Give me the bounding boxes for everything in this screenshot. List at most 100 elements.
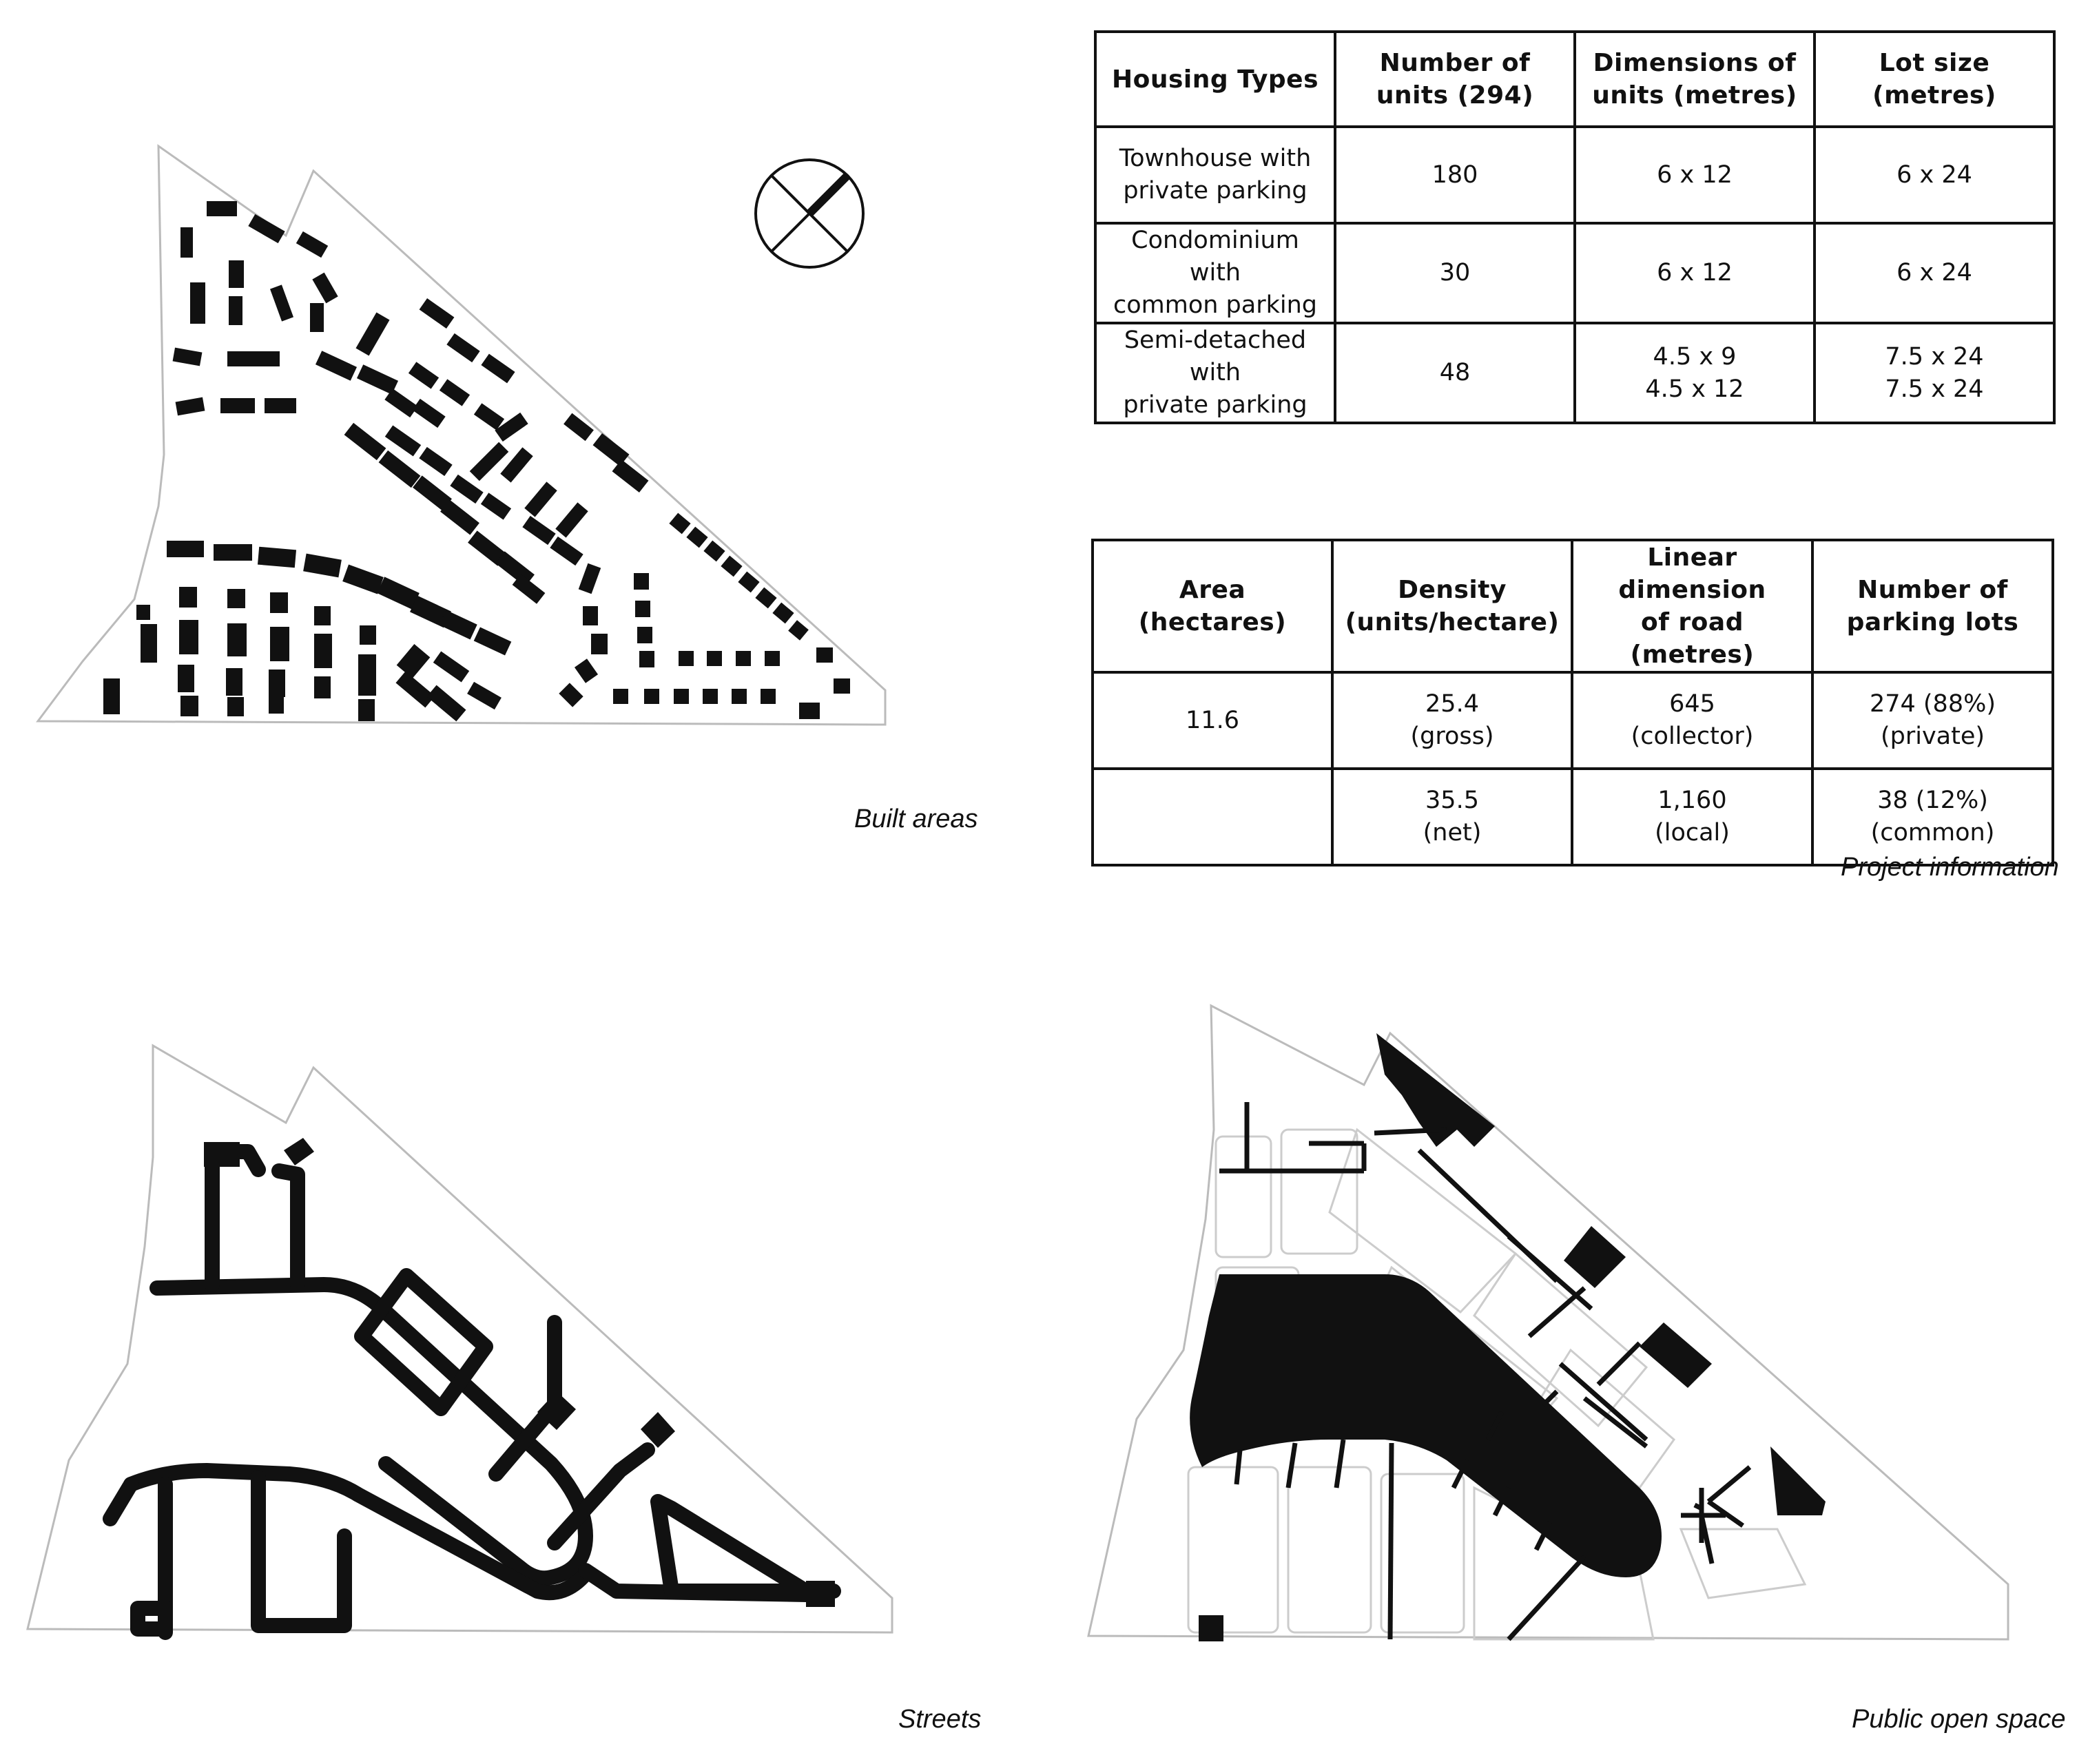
building-footprint xyxy=(344,422,386,461)
project-information-table: Area(hectares) Density(units/hectare) Li… xyxy=(1091,539,2054,867)
building-footprint xyxy=(172,347,203,366)
project-header-density: Density(units/hectare) xyxy=(1331,539,1573,674)
building-footprint xyxy=(555,502,588,538)
building-footprint xyxy=(772,602,794,624)
building-footprint xyxy=(419,298,455,329)
building-footprint xyxy=(355,312,390,356)
density-cell: 35.5(net) xyxy=(1331,767,1573,867)
building-footprint xyxy=(613,689,628,704)
building-footprint xyxy=(703,689,718,704)
streets-plan xyxy=(26,1044,893,1640)
building-footprint xyxy=(378,450,421,488)
building-footprint xyxy=(265,398,296,413)
building-footprint xyxy=(269,284,294,322)
building-footprint xyxy=(450,474,484,504)
building-footprint xyxy=(591,634,608,654)
building-footprint xyxy=(141,624,157,663)
building-footprint xyxy=(634,573,649,590)
building-footprint xyxy=(220,398,255,413)
building-footprint xyxy=(226,668,242,696)
building-footprint xyxy=(686,526,708,548)
building-footprint xyxy=(669,512,691,535)
building-footprint xyxy=(179,587,197,608)
building-footprint xyxy=(439,610,477,640)
building-footprints xyxy=(103,201,850,722)
dimensions-cell: 6 x 12 xyxy=(1573,222,1816,324)
building-footprint xyxy=(439,379,471,406)
project-header-area: Area(hectares) xyxy=(1091,539,1334,674)
building-footprint xyxy=(500,447,533,483)
caption-streets: Streets xyxy=(898,1705,982,1734)
area-cell: 11.6 xyxy=(1091,671,1334,770)
building-footprint xyxy=(396,644,431,678)
building-footprint xyxy=(269,670,285,697)
building-footprint xyxy=(167,541,204,557)
street-endpoints xyxy=(204,1138,835,1607)
building-footprint xyxy=(103,678,120,714)
built-areas-plan xyxy=(36,144,887,726)
building-footprint xyxy=(190,282,205,324)
units-cell: 30 xyxy=(1334,222,1576,324)
building-footprint xyxy=(358,699,375,721)
building-footprint xyxy=(360,625,376,645)
open-space-areas xyxy=(1190,1033,1826,1641)
building-footprint xyxy=(816,647,833,663)
building-footprint xyxy=(408,362,440,389)
building-footprint xyxy=(644,689,659,704)
building-footprint xyxy=(637,627,652,643)
building-footprint xyxy=(384,388,418,418)
building-footprint xyxy=(592,433,630,467)
building-footprint xyxy=(358,654,376,696)
building-footprint xyxy=(755,587,777,609)
building-footprint xyxy=(481,353,515,384)
building-footprint xyxy=(413,475,452,511)
building-footprint xyxy=(248,214,285,244)
building-footprint xyxy=(559,683,583,707)
building-footprint xyxy=(721,555,743,577)
building-footprint xyxy=(179,620,198,654)
parking-cell: 274 (88%)(private) xyxy=(1811,671,2054,770)
housing-header-type: Housing Types xyxy=(1094,30,1336,128)
building-footprint xyxy=(703,540,725,562)
building-footprint xyxy=(314,676,331,698)
road-cell: 1,160(local) xyxy=(1571,767,1814,867)
building-footprint xyxy=(834,678,850,694)
units-cell: 180 xyxy=(1334,125,1576,225)
building-footprint xyxy=(310,303,324,332)
building-footprint xyxy=(296,231,329,258)
road-cell: 645(collector) xyxy=(1571,671,1814,770)
building-footprint xyxy=(377,577,420,610)
building-footprint xyxy=(229,296,242,325)
building-footprint xyxy=(550,536,583,566)
housing-header-lot-size: Lot size(metres) xyxy=(1813,30,2056,128)
building-footprint xyxy=(227,697,244,716)
building-footprint xyxy=(303,553,342,578)
building-footprint xyxy=(765,651,780,666)
building-footprint xyxy=(175,397,205,416)
building-footprint xyxy=(679,651,694,666)
building-footprint xyxy=(257,546,297,568)
building-footprint xyxy=(564,413,594,442)
building-footprint xyxy=(788,620,809,641)
building-footprint xyxy=(469,442,509,481)
caption-built-areas: Built areas xyxy=(854,805,978,833)
building-footprint xyxy=(612,459,649,493)
building-footprint xyxy=(736,651,751,666)
building-footprint xyxy=(522,515,556,546)
building-footprint xyxy=(227,589,245,608)
table-row: 11.6 25.4(gross) 645(collector) 274 (88%… xyxy=(1091,671,2054,770)
building-footprint xyxy=(315,351,358,381)
table-row: 35.5(net) 1,160(local) 38 (12%)(common) xyxy=(1091,767,2054,867)
units-cell: 48 xyxy=(1334,322,1576,424)
building-footprint xyxy=(180,696,198,716)
building-footprint xyxy=(761,689,776,704)
building-footprint xyxy=(732,689,747,704)
building-footprint xyxy=(524,481,557,517)
